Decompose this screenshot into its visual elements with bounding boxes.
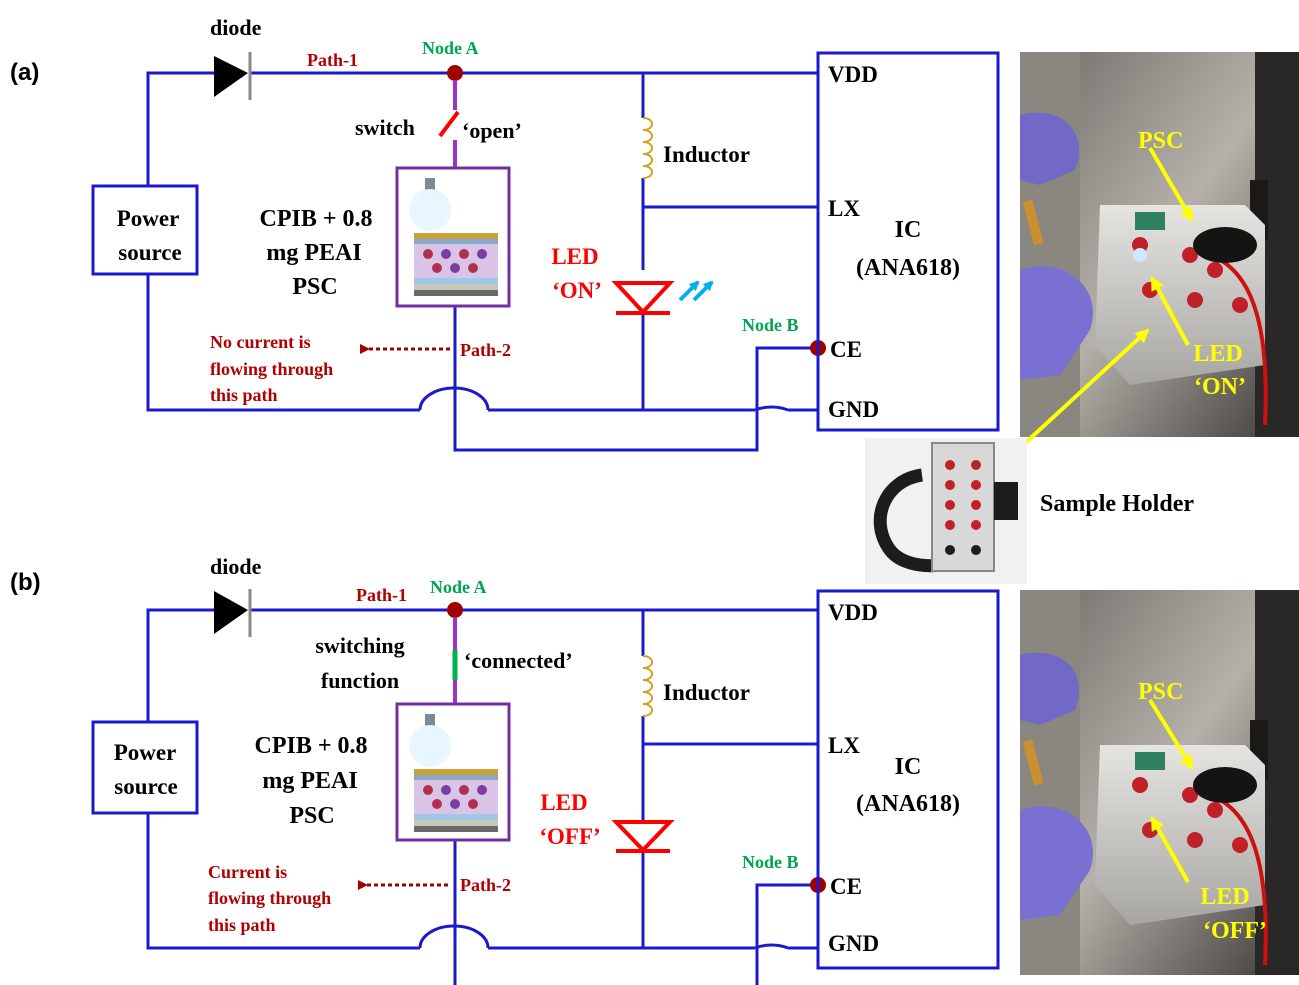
ic-pin-ce: CE <box>830 874 862 899</box>
diode-symbol <box>214 52 252 100</box>
path1-label: Path-1 <box>307 50 358 70</box>
ic-label-line1: IC <box>895 754 922 780</box>
path2-label: Path-2 <box>460 875 511 895</box>
node-a-dot <box>447 602 463 618</box>
photo-led-label-line2: ‘ON’ <box>1194 374 1246 400</box>
wires <box>146 608 818 985</box>
panel-b: (b) Power source diode Path-1 Node A <box>10 554 1299 985</box>
current-note-line2: flowing through <box>210 359 333 379</box>
switch-label-line2: function <box>321 668 399 693</box>
photo-panel-a <box>1020 52 1299 448</box>
sample-holder-photo <box>865 438 1027 584</box>
current-note-line1: Current is <box>208 862 287 882</box>
panel-label: (b) <box>10 569 41 596</box>
ic-pin-gnd: GND <box>828 397 879 422</box>
inductor-label: Inductor <box>663 680 750 705</box>
node-a-label: Node A <box>430 577 487 597</box>
panel-a: (a) Power source diode Path-1 Node A <box>10 15 1299 452</box>
inductor-coil <box>642 655 653 717</box>
photo-led-label-line2: ‘OFF’ <box>1203 918 1267 944</box>
current-note-line3: this path <box>210 385 278 405</box>
photo-psc-label: PSC <box>1138 679 1183 705</box>
ic-pin-vdd: VDD <box>828 62 878 87</box>
path1-label: Path-1 <box>356 585 407 605</box>
ic-label-line2: (ANA618) <box>856 791 960 817</box>
device-label-line3: PSC <box>292 274 337 300</box>
led-symbol <box>611 820 675 853</box>
device-label-line2: mg PEAI <box>262 768 357 794</box>
wires <box>146 71 818 452</box>
ic-pin-lx: LX <box>828 196 860 221</box>
device-label-line1: CPIB + 0.8 <box>259 206 372 232</box>
photo-led-label-line1: LED <box>1200 884 1249 910</box>
diode-label: diode <box>210 554 262 579</box>
led-label-line2: ‘ON’ <box>552 278 602 303</box>
switch-state-label: ‘open’ <box>462 118 522 143</box>
switch-symbol <box>438 80 460 168</box>
current-note-line2: flowing through <box>208 888 331 908</box>
node-a-label: Node A <box>422 38 479 58</box>
device-label-line1: CPIB + 0.8 <box>254 733 367 759</box>
led-label-line2: ‘OFF’ <box>539 824 600 849</box>
power-source-label-line2: source <box>118 240 181 265</box>
ic-pin-gnd: GND <box>828 931 879 956</box>
node-a-dot <box>447 65 463 81</box>
power-source-label-line1: Power <box>114 740 177 765</box>
inductor-coil <box>642 117 653 179</box>
power-source-label-line1: Power <box>117 206 180 231</box>
photo-panel-b <box>1020 590 1299 975</box>
ic-box <box>816 51 1000 432</box>
ic-pin-ce: CE <box>830 337 862 362</box>
ic-pin-lx: LX <box>828 733 860 758</box>
ic-box <box>816 589 1000 970</box>
ic-label-line1: IC <box>895 217 922 243</box>
current-note-line1: No current is <box>210 332 311 352</box>
power-source-label-line2: source <box>114 774 177 799</box>
panel-label: (a) <box>10 59 39 86</box>
psc-device <box>395 702 511 842</box>
psc-device <box>395 166 511 308</box>
device-label-line2: mg PEAI <box>266 240 361 266</box>
led-emission-arrows <box>678 280 714 302</box>
path2-label: Path-2 <box>460 340 511 360</box>
switch-state-label: ‘connected’ <box>464 648 573 673</box>
led-symbol <box>611 281 675 315</box>
switch-label-line1: switching <box>315 633 404 658</box>
current-note-line3: this path <box>208 915 276 935</box>
ic-pin-vdd: VDD <box>828 600 878 625</box>
power-source-box <box>91 184 199 276</box>
diode-symbol <box>214 589 252 637</box>
ic-label-line2: (ANA618) <box>856 255 960 281</box>
led-label-line1: LED <box>540 790 587 815</box>
inductor-label: Inductor <box>663 142 750 167</box>
photo-psc-label: PSC <box>1138 128 1183 154</box>
led-label-line1: LED <box>551 244 598 269</box>
power-source-box <box>91 720 199 815</box>
photo-led-label-line1: LED <box>1193 341 1242 367</box>
node-b-label: Node B <box>742 315 799 335</box>
sample-holder-label: Sample Holder <box>1040 491 1194 517</box>
diode-label: diode <box>210 15 262 40</box>
node-b-label: Node B <box>742 852 799 872</box>
device-label-line3: PSC <box>289 803 334 829</box>
switch-label: switch <box>355 115 415 140</box>
